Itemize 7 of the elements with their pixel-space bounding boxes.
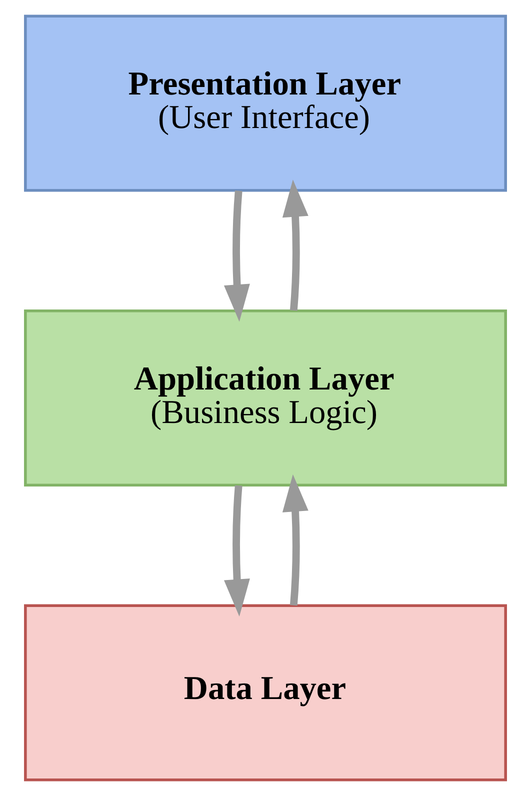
arrow <box>224 485 250 616</box>
node-box: Application Layer (Business Logic) <box>24 309 507 487</box>
arrow <box>282 180 308 311</box>
node-box: Presentation Layer (User Interface) <box>24 14 507 192</box>
arrow <box>282 474 308 606</box>
node-box: Data Layer <box>24 604 507 782</box>
arrow <box>224 190 250 322</box>
